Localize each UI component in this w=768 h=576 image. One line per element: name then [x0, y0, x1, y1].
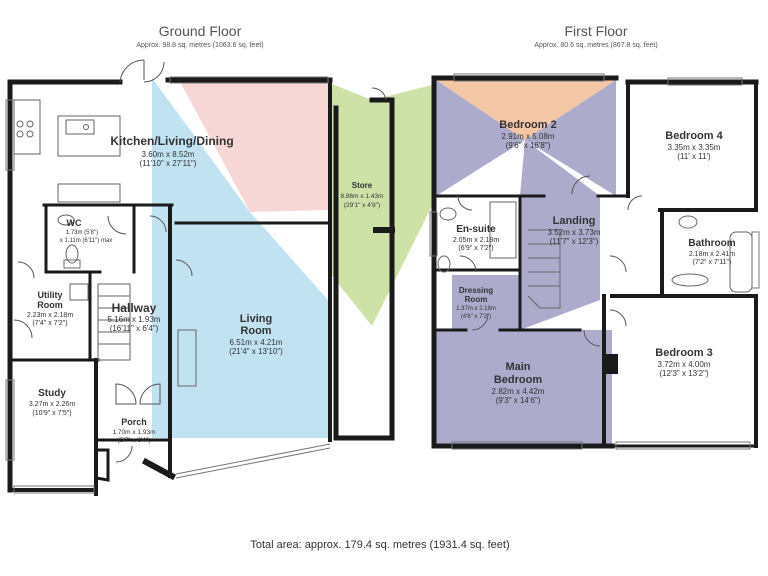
store-metric: 8.86m x 1.43m	[341, 193, 384, 200]
kitchen-island	[57, 115, 121, 157]
utility-metric: 2.23m x 2.18m	[27, 312, 73, 319]
ensuite-toilet	[437, 255, 451, 273]
ensuite-imperial: (6'9" x 7'2")	[458, 245, 493, 252]
store-imperial: (29'1" x 4'8")	[344, 202, 380, 209]
landing-imperial: (11'7" x 12'3")	[550, 237, 599, 246]
bedroom3-imperial: (12'3" x 13'2")	[659, 369, 709, 378]
cone-purple-dressing	[452, 275, 520, 330]
ground-floor-windows	[5, 76, 331, 494]
main-bedroom-name-1: Main	[505, 361, 530, 373]
porch-metric: 1.70m x 1.93m	[113, 429, 156, 436]
bathroom-basin	[678, 215, 698, 229]
dressing-name-1: Dressing	[459, 286, 493, 295]
cone-pink-kitchen-living	[178, 78, 328, 212]
bathroom-toilet	[671, 273, 709, 287]
study-name: Study	[38, 388, 66, 399]
first-floor-fixtures	[437, 175, 753, 347]
wc-toilet	[65, 244, 79, 264]
bathroom-imperial: (7'2" x 7'11")	[693, 259, 732, 266]
cone-purple-bedroom2	[436, 80, 525, 196]
kitchen-name: Kitchen/Living/Dining	[110, 134, 233, 148]
bedroom2-metric: 2.91m x 5.08m	[502, 132, 555, 141]
living-imperial: (21'4" x 13'10")	[229, 347, 283, 356]
wc-name: WC	[67, 218, 82, 228]
dressing-name-2: Room	[465, 295, 488, 304]
living-name-2: Room	[240, 325, 271, 337]
living-metric: 6.51m x 4.21m	[230, 338, 283, 347]
wc-basin	[57, 214, 75, 226]
bedroom4-name: Bedroom 4	[665, 130, 723, 142]
bathroom-metric: 2.18m x 2.41m	[689, 251, 735, 258]
cone-purple-main-bedroom	[436, 330, 612, 446]
ensuite-shower	[489, 201, 517, 259]
porch-imperial: (5'7" x 6'4")	[118, 437, 151, 444]
fireplace	[177, 329, 197, 387]
cone-orange-bedroom2	[436, 80, 616, 140]
first-floor-area: Approx. 80.6 sq. metres (867.8 sq. feet)	[534, 42, 657, 49]
landing-name: Landing	[553, 215, 596, 227]
porch-name: Porch	[121, 417, 147, 427]
wc-imperial: x 1.11m (6'11") max	[60, 238, 112, 244]
store-name: Store	[352, 181, 373, 190]
wc-metric: 1.73m (5'8")	[66, 230, 98, 236]
ground-floor-fixtures	[13, 59, 387, 463]
cone-green-store	[332, 84, 436, 326]
total-area: Total area: approx. 179.4 sq. metres (19…	[250, 539, 509, 551]
ensuite-metric: 2.05m x 2.18m	[453, 237, 499, 244]
first-stairs	[527, 229, 561, 309]
ensuite-name: En-suite	[456, 224, 496, 235]
kitchen-sink	[65, 119, 95, 135]
hallway-name: Hallway	[112, 301, 157, 315]
hob-ring	[16, 120, 24, 128]
first-floor-walls	[431, 75, 759, 449]
kitchen-worktop	[13, 99, 41, 155]
sideboard	[57, 183, 121, 203]
utility-imperial: (7'4" x 7'2")	[32, 320, 67, 327]
main-bedroom-name-2: Bedroom	[494, 374, 543, 386]
living-name-1: Living	[240, 313, 272, 325]
bedroom2-imperial: (9'6" x 16'8")	[506, 141, 551, 150]
bedroom4-metric: 3.35m x 3.35m	[668, 143, 721, 152]
utility-sink	[69, 283, 89, 301]
landing-metric: 3.52m x 3.73m	[548, 228, 601, 237]
kitchen-imperial: (11'10" x 27'11")	[140, 159, 197, 168]
bedroom3-name: Bedroom 3	[655, 347, 712, 359]
bedroom2-name: Bedroom 2	[499, 119, 556, 131]
cone-purple-bedroom2-right	[525, 80, 616, 196]
ground-floor-area: Approx. 98.8 sq. metres (1063.6 sq. feet…	[136, 42, 263, 49]
ensuite-basin	[439, 207, 457, 221]
utility-name-2: Room	[37, 300, 63, 310]
utility-name-1: Utility	[37, 290, 62, 300]
ground-stairs	[97, 283, 131, 361]
dressing-imperial: (4'6" x 7'2")	[461, 314, 491, 320]
bedroom4-imperial: (11' x 11')	[677, 152, 711, 161]
hallway-imperial: (16'11" x 6'4")	[110, 324, 159, 333]
study-metric: 3.27m x 2.26m	[29, 401, 75, 408]
main-bedroom-imperial: (9'3" x 14'6")	[496, 396, 541, 405]
dressing-metric: 1.37m x 2.18m	[456, 306, 496, 312]
kitchen-metric: 3.60m x 8.52m	[142, 150, 195, 159]
main-bedroom-metric: 2.82m x 4.42m	[492, 387, 545, 396]
bedroom3-metric: 3.72m x 4.00m	[658, 360, 711, 369]
bath	[729, 231, 753, 293]
first-floor-title: First Floor	[565, 23, 628, 39]
ground-floor-walls	[7, 77, 395, 496]
ground-floor-title: Ground Floor	[159, 23, 242, 39]
bathroom-name: Bathroom	[688, 238, 735, 249]
hallway-metric: 5.16m x 1.93m	[108, 315, 161, 324]
study-imperial: (10'9" x 7'5")	[32, 410, 71, 417]
